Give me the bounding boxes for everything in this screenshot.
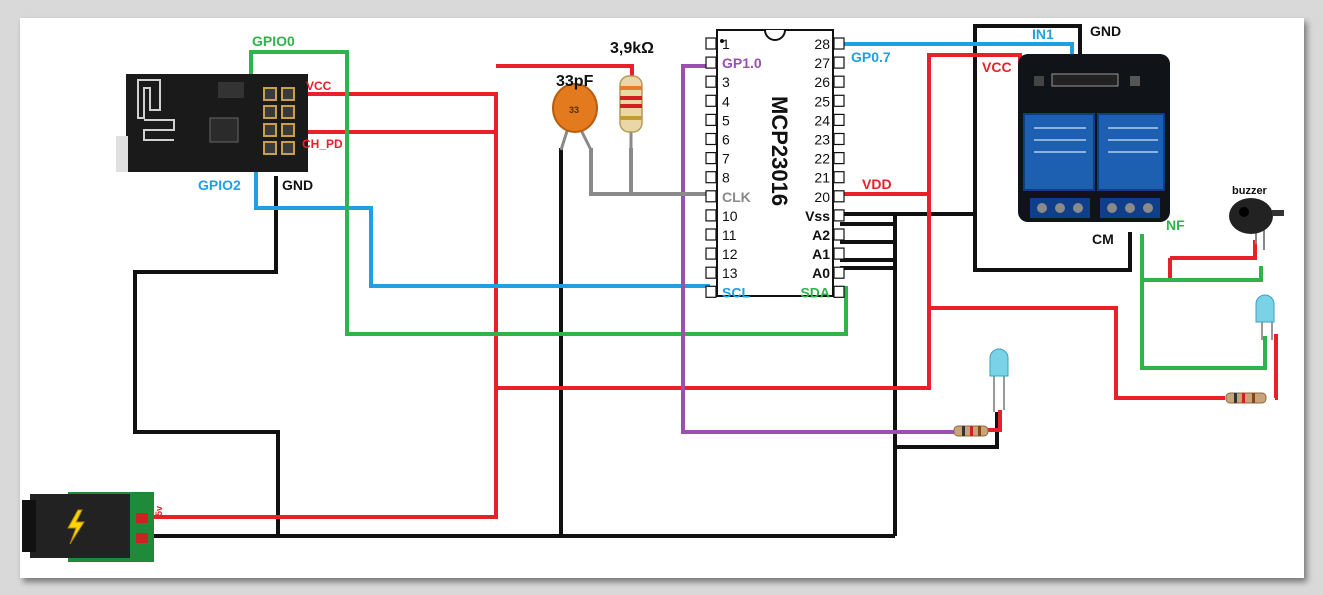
wires-purple bbox=[681, 64, 955, 434]
chip-left-pin-label: GP1.0 bbox=[722, 55, 762, 71]
chip-left-pin-box bbox=[705, 152, 717, 165]
chip-left-pin-box bbox=[705, 56, 717, 69]
chip-left-pin-label: 5 bbox=[722, 112, 730, 128]
chip-left-pin-label: 1 bbox=[722, 36, 730, 52]
chip-right-pin-box bbox=[833, 37, 845, 50]
chip-right-pin-box bbox=[833, 113, 845, 127]
wires-gray bbox=[589, 148, 710, 196]
chip-right-pin-box bbox=[833, 152, 845, 165]
resistor-relay-led bbox=[1225, 392, 1267, 404]
esp-gpio2-label: GPIO2 bbox=[198, 177, 241, 193]
relay-module bbox=[1018, 54, 1170, 222]
relay-vcc-label: VCC bbox=[982, 59, 1012, 75]
resistor-3-9k bbox=[619, 75, 643, 150]
chip-left-pin-box bbox=[705, 190, 717, 203]
relay-gnd-label: GND bbox=[1090, 23, 1121, 39]
chip-left-pin-box bbox=[705, 113, 717, 127]
chip-left-pin-box bbox=[705, 285, 717, 298]
chip-left-pin-label: 4 bbox=[722, 93, 730, 109]
relay-nf-label: NF bbox=[1166, 217, 1185, 233]
chip-right-pin-label: 21 bbox=[814, 170, 830, 186]
chip-left-pin-label: CLK bbox=[722, 189, 751, 205]
wires-blue bbox=[254, 42, 1074, 288]
power-jack bbox=[22, 492, 154, 562]
chip-right-pin-box bbox=[833, 247, 845, 260]
gp07-label: GP0.7 bbox=[851, 49, 891, 65]
chip-left-pin-box bbox=[705, 75, 717, 88]
chip-right-pin-box bbox=[833, 285, 845, 298]
chip-right-pin-label: SDA bbox=[800, 284, 830, 300]
chip-left-pin-box bbox=[705, 209, 717, 222]
esp-header-pins bbox=[263, 87, 295, 155]
chip-right-pin-label: 23 bbox=[814, 132, 830, 148]
chip-left-pin-box bbox=[705, 228, 717, 241]
esp-vcc-label: VCC bbox=[306, 79, 332, 93]
chip-right-pin-label: Vss bbox=[805, 208, 830, 224]
wires-black bbox=[133, 24, 1132, 538]
power-label: 5v bbox=[154, 506, 164, 516]
resistor-gpio-led bbox=[953, 425, 989, 437]
chip-right-pin-box bbox=[833, 266, 845, 279]
relay-in1-label: IN1 bbox=[1032, 26, 1054, 42]
vdd-label: VDD bbox=[862, 176, 892, 192]
chip-left-pin-box bbox=[705, 132, 717, 146]
esp-chpd-label: CH_PD bbox=[302, 137, 343, 151]
chip-right-pin-label: 26 bbox=[814, 74, 830, 90]
chip-right-pin-label: A2 bbox=[812, 227, 830, 243]
capacitor-33pf bbox=[552, 83, 598, 151]
resistor-label: 3,9kΩ bbox=[610, 40, 654, 57]
chip-right-pin-box bbox=[833, 171, 845, 184]
chip-right-pin-box bbox=[833, 94, 845, 107]
chip-left-pin-label: 7 bbox=[722, 151, 730, 167]
chip-left-pin-box bbox=[705, 266, 717, 279]
esp01-module bbox=[116, 74, 308, 172]
chip-right-pin-label: A0 bbox=[812, 265, 830, 281]
chip-right-pin-box bbox=[833, 132, 845, 146]
chip-left-pin-label: 10 bbox=[722, 208, 738, 224]
chip-right-pin-label: 27 bbox=[814, 55, 830, 71]
chip-left-pin-box bbox=[705, 247, 717, 260]
chip-name-label: MCP23016 bbox=[767, 96, 792, 206]
chip-right-pin-label: 25 bbox=[814, 93, 830, 109]
chip-left-pin-box bbox=[705, 171, 717, 184]
chip-right-pin-label: 28 bbox=[814, 36, 830, 52]
wires-red bbox=[140, 53, 1278, 519]
chip-left-pin-label: 8 bbox=[722, 170, 730, 186]
buzzer-label: buzzer bbox=[1232, 185, 1268, 197]
chip-right-pin-box bbox=[833, 190, 845, 203]
chip-right-pin-box bbox=[833, 75, 845, 88]
led-gpio bbox=[989, 348, 1009, 412]
chip-left-pin-label: 13 bbox=[722, 265, 738, 281]
chip-right-pin-label: 24 bbox=[814, 112, 830, 128]
chip-right-pin-label: 20 bbox=[814, 189, 830, 205]
capacitor-marking: 33 bbox=[569, 105, 579, 115]
chip-left-pin-box bbox=[705, 37, 717, 50]
esp-gpio0-label: GPIO0 bbox=[252, 33, 295, 49]
buzzer bbox=[1229, 198, 1284, 250]
chip-left-pin-label: SCL bbox=[722, 284, 750, 300]
chip-left-pin-label: 3 bbox=[722, 74, 730, 90]
relay-cm-label: CM bbox=[1092, 231, 1114, 247]
labels: GPIO0 GPIO2 VCC CH_PD GND 33pF 33 3,9kΩ … bbox=[154, 23, 1268, 516]
chip-right-pin-box bbox=[833, 56, 845, 69]
chip-left-pin-label: 6 bbox=[722, 132, 730, 148]
led-relay-side bbox=[1255, 294, 1275, 340]
capacitor-label: 33pF bbox=[556, 73, 594, 90]
esp-gnd-label: GND bbox=[282, 177, 313, 193]
chip-left-pin-label: 11 bbox=[722, 227, 737, 243]
chip-left-pin-label: 12 bbox=[722, 246, 738, 262]
chip-right-pin-box bbox=[833, 228, 845, 241]
chip-left-pin-box bbox=[705, 94, 717, 107]
mcp23016-chip bbox=[716, 29, 834, 297]
chip-right-pin-label: A1 bbox=[812, 246, 830, 262]
chip-right-pin-label: 22 bbox=[814, 151, 830, 167]
chip-right-pin-box bbox=[833, 209, 845, 222]
